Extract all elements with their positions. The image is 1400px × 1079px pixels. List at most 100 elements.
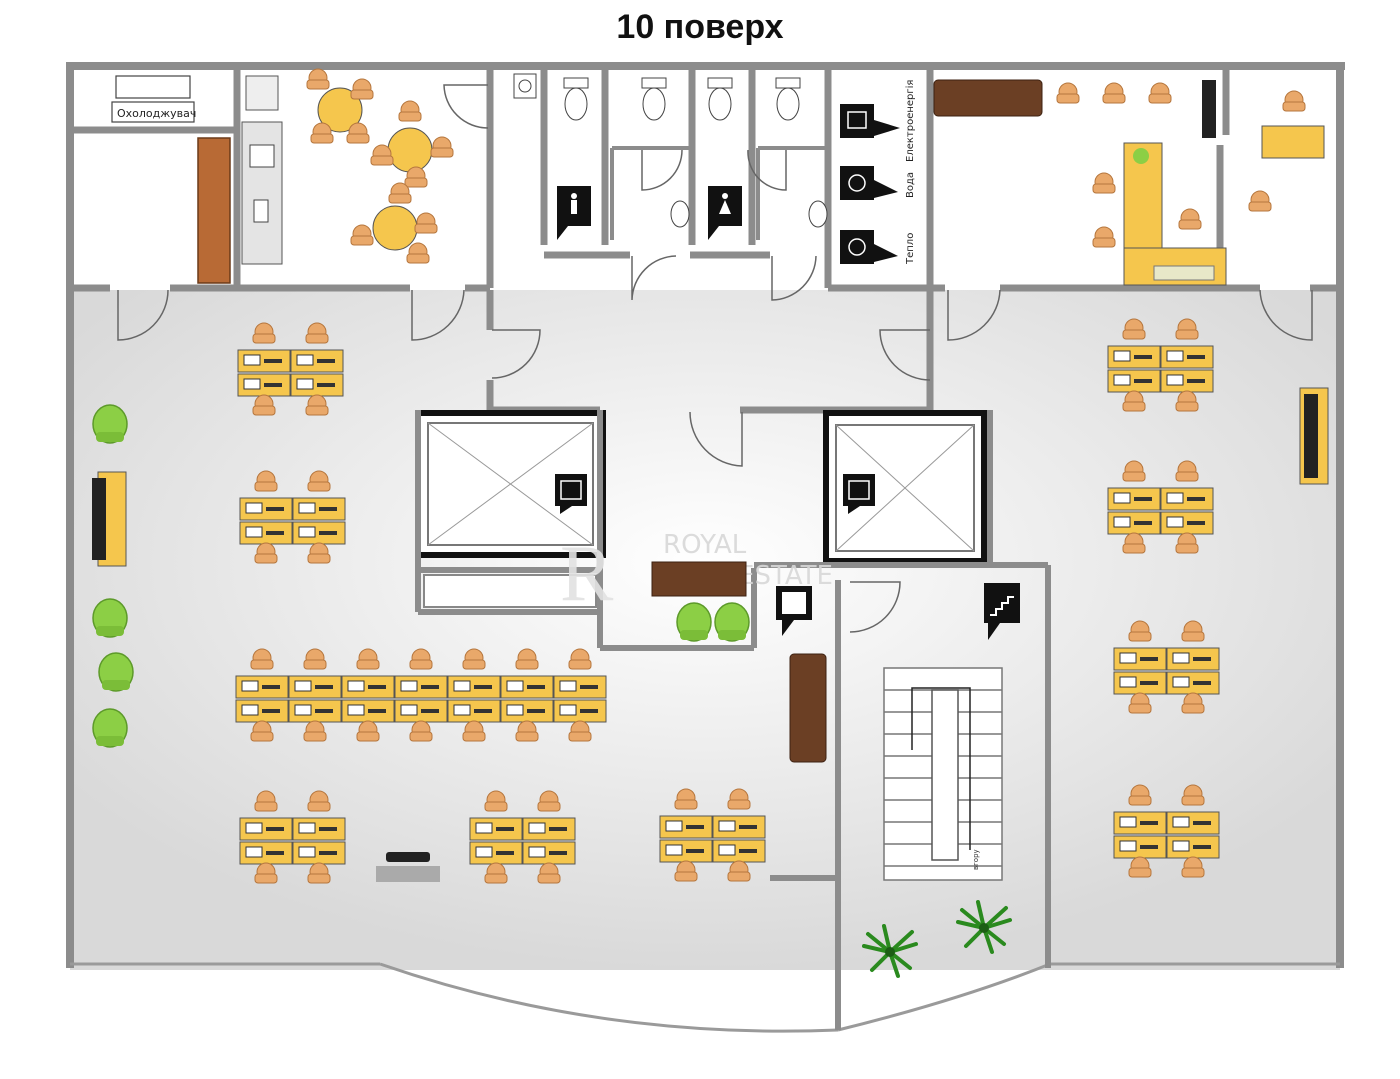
heat-label: Тепло — [905, 233, 916, 265]
cooler-appliance — [111, 75, 195, 123]
desk — [239, 841, 293, 865]
desk — [1160, 511, 1214, 535]
lounge-chair — [92, 404, 128, 444]
electricity-label: Електроенергія — [904, 80, 916, 162]
water-meter-icon — [840, 166, 898, 200]
doors — [117, 84, 1313, 633]
core-walls — [415, 410, 1051, 1030]
water-label: Вода — [905, 172, 916, 198]
desk — [394, 699, 448, 723]
tv-icon — [1299, 387, 1329, 485]
lounge-chair — [98, 652, 134, 692]
wc-partitions — [610, 146, 828, 240]
tv-icon — [1202, 80, 1216, 138]
window-wall — [70, 962, 1340, 1033]
kitchen-cabinet — [197, 137, 231, 284]
watermark-line1: ROYAL — [663, 530, 747, 560]
desk — [290, 349, 344, 373]
outer-walls — [66, 62, 1345, 968]
reception-counter — [651, 561, 747, 597]
desk — [237, 349, 291, 373]
round-table — [306, 68, 374, 144]
desk — [659, 815, 713, 839]
desk — [235, 675, 289, 699]
shaft-niche — [423, 574, 597, 608]
desk — [239, 521, 293, 545]
desk — [1107, 511, 1161, 535]
desk — [447, 699, 501, 723]
round-table — [370, 100, 454, 188]
desk — [447, 675, 501, 699]
heat-meter-icon — [840, 230, 898, 264]
desk — [239, 817, 293, 841]
desk — [292, 841, 346, 865]
desk — [1113, 671, 1167, 695]
floor-title: 10 поверх — [616, 8, 784, 46]
desk — [292, 497, 346, 521]
desk — [237, 373, 291, 397]
desk — [235, 699, 289, 723]
sink-icon — [670, 200, 690, 228]
desk — [288, 675, 342, 699]
desk — [1113, 835, 1167, 859]
lounge-chair — [92, 708, 128, 748]
tv-icon — [92, 471, 127, 567]
desk — [500, 699, 554, 723]
tv-icon — [386, 852, 430, 862]
stairs-icon — [984, 583, 1020, 640]
sofa-icon — [789, 653, 827, 763]
desk — [1113, 647, 1167, 671]
reception-desk — [1123, 142, 1227, 286]
desk — [522, 841, 576, 865]
lounge-chair — [92, 598, 128, 638]
exit-icon — [776, 586, 812, 636]
cooler-label: Охолоджувач — [117, 107, 196, 120]
desk — [290, 373, 344, 397]
restroom-icon — [708, 186, 742, 240]
elevator-icon — [843, 474, 875, 514]
sink-icon — [249, 144, 275, 168]
desk — [239, 497, 293, 521]
sofa-icon — [933, 79, 1043, 117]
desk — [1160, 369, 1214, 393]
desk — [341, 699, 395, 723]
desk — [1261, 125, 1325, 159]
toilet-icon — [563, 77, 589, 121]
toilet-icon — [707, 77, 733, 121]
desk — [469, 817, 523, 841]
tv-stand — [376, 866, 440, 882]
svg-text:R: R — [560, 530, 614, 618]
desk — [1166, 647, 1220, 671]
desk — [659, 839, 713, 863]
restroom-icon — [557, 186, 591, 240]
desk — [1166, 811, 1220, 835]
desk — [1107, 487, 1161, 511]
sink-icon — [808, 200, 828, 228]
toilet-icon — [775, 77, 801, 121]
desk — [1160, 487, 1214, 511]
sink-icon — [513, 73, 537, 99]
desk — [553, 699, 607, 723]
desk — [553, 675, 607, 699]
round-table — [350, 182, 438, 264]
desk — [500, 675, 554, 699]
desk — [394, 675, 448, 699]
desk — [1113, 811, 1167, 835]
desk — [522, 817, 576, 841]
desk — [469, 841, 523, 865]
desk — [292, 817, 346, 841]
desk — [712, 839, 766, 863]
desk — [1107, 345, 1161, 369]
toilet-icon — [641, 77, 667, 121]
desk — [288, 699, 342, 723]
kitchen-counter — [241, 75, 283, 265]
electric-meter-icon — [840, 104, 900, 138]
stairs-up-label: вгору — [972, 849, 980, 870]
desk — [341, 675, 395, 699]
desk — [292, 521, 346, 545]
desk — [1160, 345, 1214, 369]
desk — [1107, 369, 1161, 393]
staircase — [883, 667, 1003, 881]
elevator-icon — [555, 474, 587, 514]
